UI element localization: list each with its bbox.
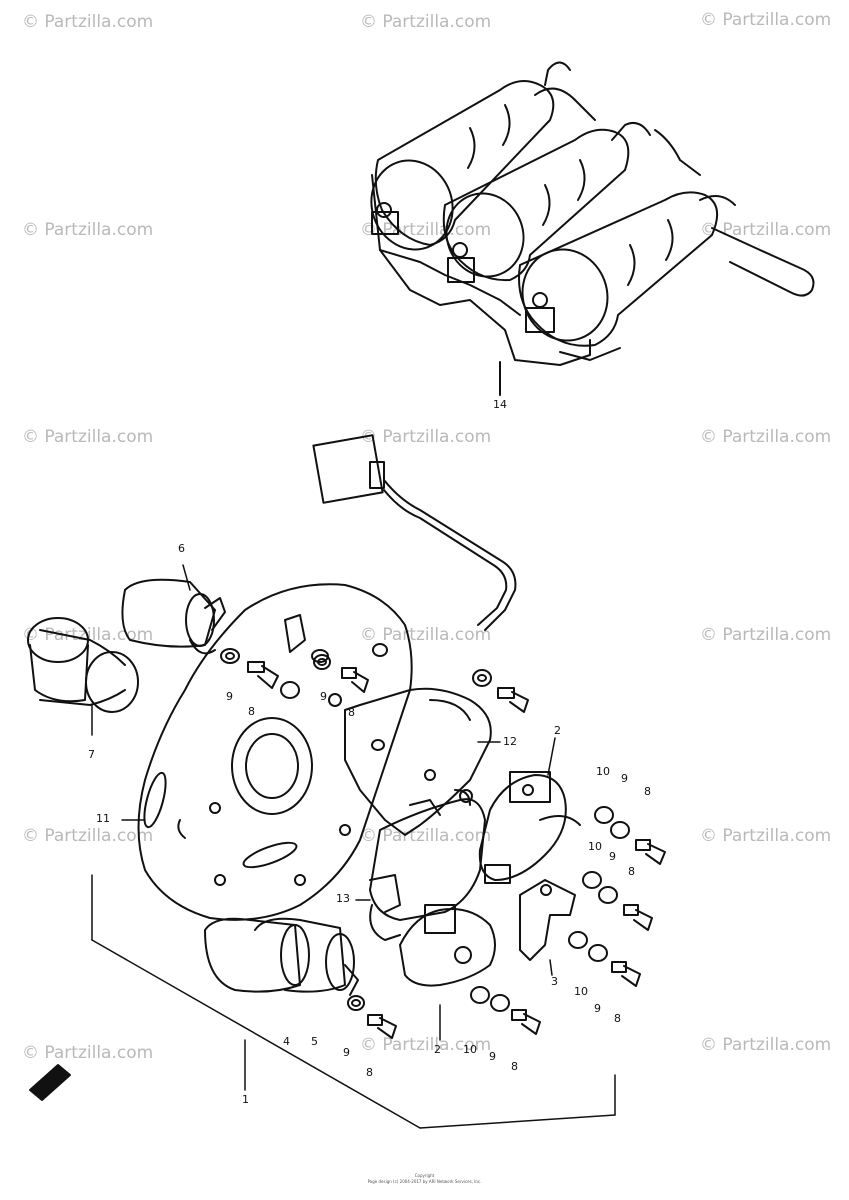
contact-breaker-upper — [478, 771, 581, 884]
callout-12: 12 — [503, 735, 517, 748]
callout-8: 8 — [348, 706, 355, 719]
front-arrow-icon — [29, 1064, 71, 1101]
callout-9: 9 — [609, 850, 616, 863]
callout-14: 14 — [493, 398, 507, 411]
watermark: © Partzilla.com — [700, 625, 832, 645]
watermark: © Partzilla.com — [700, 427, 832, 447]
watermark: © Partzilla.com — [360, 625, 492, 645]
callout-9: 9 — [489, 1050, 496, 1063]
watermark: © Partzilla.com — [22, 1043, 154, 1063]
callout-10: 10 — [574, 985, 588, 998]
watermark: © Partzilla.com — [700, 10, 832, 30]
callout-9: 9 — [343, 1046, 350, 1059]
watermark: © Partzilla.com — [22, 12, 154, 32]
callout-11: 11 — [96, 812, 110, 825]
callout-9: 9 — [621, 772, 628, 785]
watermark: © Partzilla.com — [22, 826, 154, 846]
callout-9: 9 — [594, 1002, 601, 1015]
condenser-4-5 — [204, 917, 359, 996]
connector-lead — [312, 434, 517, 631]
callout-8: 8 — [628, 865, 635, 878]
cap-7 — [27, 617, 139, 713]
callout-8: 8 — [614, 1012, 621, 1025]
callout-8: 8 — [644, 785, 651, 798]
callout-9: 9 — [226, 690, 233, 703]
bracket-13 — [369, 874, 401, 913]
callout-2: 2 — [434, 1043, 441, 1056]
callout-9: 9 — [320, 690, 327, 703]
watermark: © Partzilla.com — [360, 427, 492, 447]
callout-10: 10 — [463, 1043, 477, 1056]
watermark: © Partzilla.com — [360, 826, 492, 846]
breaker-base — [369, 789, 486, 921]
watermark: © Partzilla.com — [700, 1035, 832, 1055]
callout-6: 6 — [178, 542, 185, 555]
watermark: © Partzilla.com — [360, 1035, 492, 1055]
callout-13: 13 — [336, 892, 350, 905]
callout-10: 10 — [588, 840, 602, 853]
base-plate — [137, 583, 413, 921]
callout-5: 5 — [311, 1035, 318, 1048]
governor-plate — [344, 687, 492, 836]
callout-7: 7 — [88, 748, 95, 761]
watermark: © Partzilla.com — [700, 826, 832, 846]
watermark: © Partzilla.com — [22, 220, 154, 240]
callout-8: 8 — [366, 1066, 373, 1079]
contact-breaker-lower — [399, 879, 576, 987]
callout-4: 4 — [283, 1035, 290, 1048]
screw-set — [220, 648, 666, 1039]
callout-2: 2 — [554, 724, 561, 737]
callout-1: 1 — [242, 1093, 249, 1106]
footer-page-design: Page design (c) 2004-2017 by ARI Network… — [367, 1179, 482, 1184]
callout-10: 10 — [596, 765, 610, 778]
callout-3: 3 — [551, 975, 558, 988]
watermark: © Partzilla.com — [700, 220, 832, 240]
callout-8: 8 — [248, 705, 255, 718]
callout-8: 8 — [511, 1060, 518, 1073]
condenser-6 — [121, 578, 226, 655]
watermark: © Partzilla.com — [22, 427, 154, 447]
watermark: © Partzilla.com — [360, 12, 492, 32]
footer-copyright: Copyright — [414, 1173, 435, 1178]
leader-lines — [91, 564, 616, 1129]
ignition-coil-assembly — [370, 61, 815, 366]
